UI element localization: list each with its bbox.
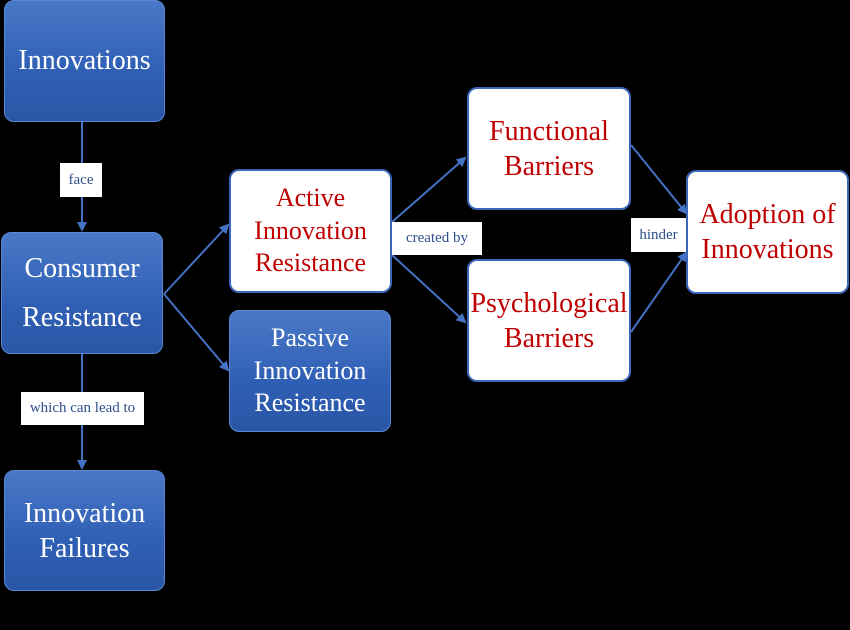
node-functional-barriers-label: Functional Barriers (489, 115, 609, 182)
node-active-resistance-label: Active Innovation Resistance (254, 183, 367, 278)
node-consumer-resistance-label: Consumer Resistance (22, 253, 142, 333)
node-consumer-resistance: Consumer Resistance (1, 232, 163, 354)
node-innovations: Innovations (4, 0, 165, 122)
arrow-active-to-psychological (391, 254, 467, 324)
node-active-resistance: Active Innovation Resistance (229, 169, 392, 293)
edge-label-face-text: face (68, 171, 94, 188)
arrow-functional-to-adoption (630, 144, 688, 215)
node-adoption-label: Adoption of Innovations (699, 199, 836, 265)
edge-label-lead-to-text: which can lead to (29, 400, 136, 416)
node-functional-barriers: Functional Barriers (467, 87, 631, 210)
node-passive-resistance-label: Passive Innovation Resistance (253, 323, 367, 418)
node-psychological-barriers-label: Psychological Barriers (470, 287, 628, 354)
edge-label-hinder-text: hinder (639, 226, 678, 243)
edge-label-created-by-text: created by (405, 230, 469, 246)
edge-label-hinder: hinder (631, 218, 686, 252)
edge-label-face: face (60, 163, 102, 197)
arrow-resistance-to-passive (163, 293, 230, 372)
node-innovations-label: Innovations (18, 45, 151, 76)
node-psychological-barriers: Psychological Barriers (467, 259, 631, 382)
edge-label-created-by: created by (392, 222, 482, 255)
node-adoption: Adoption of Innovations (686, 170, 849, 294)
arrow-resistance-to-active (163, 223, 230, 295)
edge-label-lead-to: which can lead to (21, 392, 144, 425)
node-passive-resistance: Passive Innovation Resistance (229, 310, 391, 432)
node-innovation-failures: Innovation Failures (4, 470, 165, 591)
arrow-active-to-functional (391, 156, 467, 223)
arrow-psychological-to-adoption (630, 251, 688, 333)
node-innovation-failures-label: Innovation Failures (23, 497, 146, 564)
